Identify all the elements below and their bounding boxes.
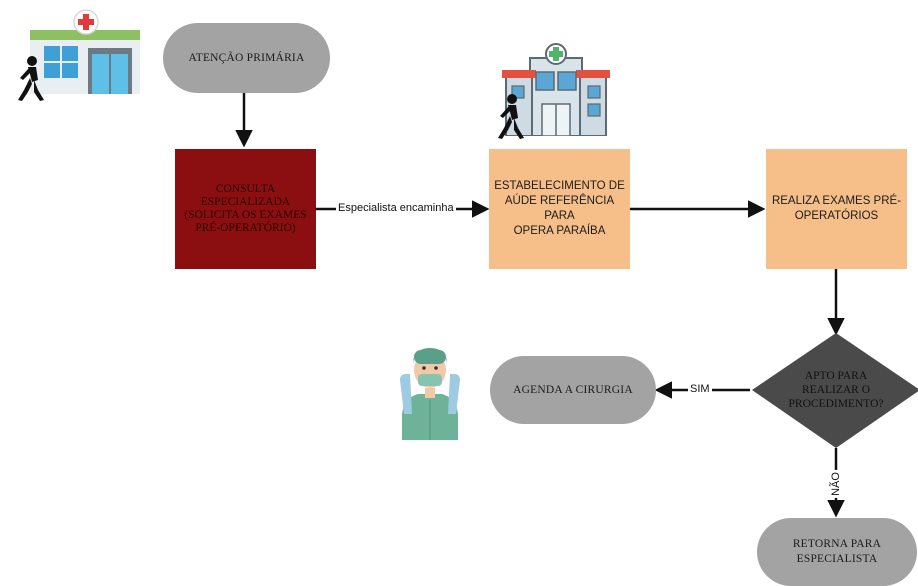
- walking-person-icon: [498, 94, 524, 139]
- node-agenda-cirurgia: AGENDA A CIRURGIA: [490, 356, 656, 424]
- edge-label-nao: NÃO: [829, 470, 842, 498]
- edge-label-especialista-encaminha: Especialista encaminha: [336, 202, 456, 214]
- apto-diamond: [752, 333, 918, 448]
- clinic-building-icon: [30, 9, 140, 94]
- node-retorna-especialista: RETORNA PARA ESPECIALISTA: [757, 518, 917, 586]
- node-consulta-especializada: CONSULTA ESPECIALIZADA (SOLICITA OS EXAM…: [175, 149, 316, 269]
- node-apto-procedimento: APTO PARA REALIZAR O PROCEDIMENTO?: [788, 370, 884, 410]
- node-atencao-primaria: ATENÇÃO PRIMÁRIA: [163, 23, 330, 93]
- walking-person-icon: [18, 56, 44, 101]
- surgeon-icon: [400, 348, 460, 440]
- edge-label-sim: SIM: [688, 383, 712, 395]
- node-realiza-exames: REALIZA EXAMES PRÉ- OPERATÓRIOS: [766, 149, 907, 269]
- node-estabelecimento-referencia: ESTABELECIMENTO DE AÚDE REFERÊNCIA PARA …: [489, 149, 630, 269]
